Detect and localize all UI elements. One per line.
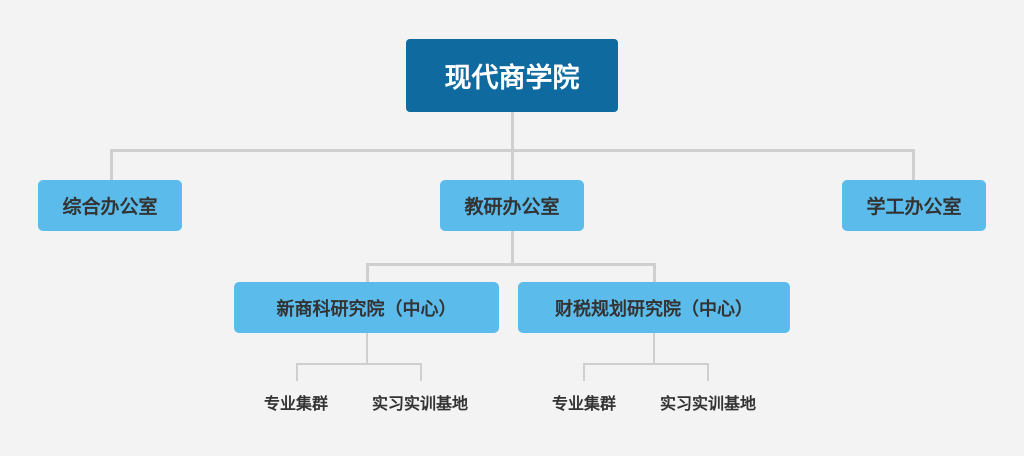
office-teaching-research: 教研办公室: [440, 180, 584, 231]
connector-level1-horizontal: [110, 149, 914, 152]
connector-left-sub-leaf2: [420, 363, 422, 381]
leaf-right-training-base: 实习实训基地: [659, 394, 756, 413]
connector-right-sub-leaf2: [707, 363, 709, 381]
connector-root-vertical: [511, 112, 514, 181]
connector-right-drop: [912, 149, 915, 181]
institute-new-business: 新商科研究院（中心）: [234, 282, 499, 333]
institute-finance-tax: 财税规划研究院（中心）: [518, 282, 790, 333]
connector-right-sub-down: [653, 332, 655, 364]
connector-middle-down: [511, 230, 514, 264]
connector-left-sub-horizontal: [296, 363, 422, 365]
leaf-left-training-base: 实习实训基地: [371, 394, 468, 413]
office-comprehensive: 综合办公室: [38, 180, 182, 231]
office-student-affairs: 学工办公室: [842, 180, 986, 231]
connector-left-sub-leaf1: [296, 363, 298, 381]
connector-left-drop: [110, 149, 113, 181]
leaf-left-professional-cluster: 专业集群: [263, 394, 328, 413]
connector-left-sub-down: [366, 332, 368, 364]
connector-level2-left-drop: [366, 263, 369, 283]
connector-right-sub-horizontal: [583, 363, 709, 365]
root-node: 现代商学院: [406, 39, 618, 112]
connector-right-sub-leaf1: [583, 363, 585, 381]
leaf-right-professional-cluster: 专业集群: [551, 394, 616, 413]
connector-level2-horizontal: [366, 263, 656, 266]
connector-level2-right-drop: [653, 263, 656, 283]
